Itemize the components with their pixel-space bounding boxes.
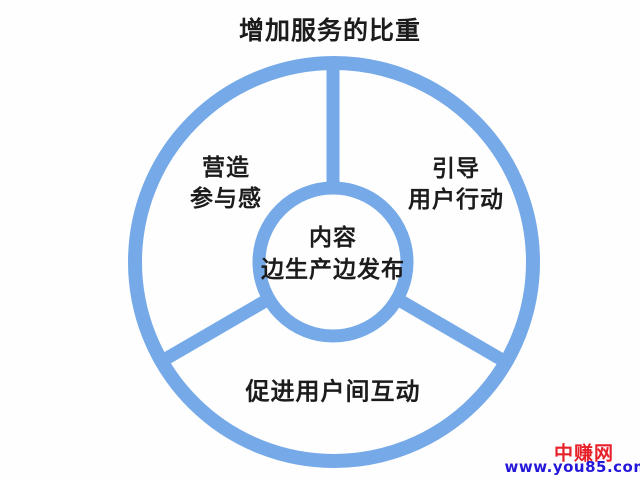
center-label-line1: 内容 [309, 225, 357, 251]
spoke-bottom-left [158, 294, 271, 367]
watermark-site-url: www.you85.com [504, 458, 640, 476]
segment-left-line2: 参与感 [190, 186, 262, 212]
spoke-bottom-right [395, 294, 508, 367]
center-label: 内容 边生产边发布 [261, 222, 405, 286]
segment-left-line1: 营造 [202, 155, 250, 181]
center-label-line2: 边生产边发布 [261, 257, 405, 283]
segment-right-line2: 用户行动 [408, 187, 504, 213]
segment-right-line1: 引导 [432, 156, 480, 182]
watermark-site-name: 中赚网 [553, 442, 615, 465]
segment-label-left: 营造 参与感 [190, 153, 262, 215]
page-title: 增加服务的比重 [238, 16, 422, 45]
segment-label-bottom: 促进用户间互动 [245, 377, 421, 406]
segment-label-right: 引导 用户行动 [408, 154, 504, 216]
